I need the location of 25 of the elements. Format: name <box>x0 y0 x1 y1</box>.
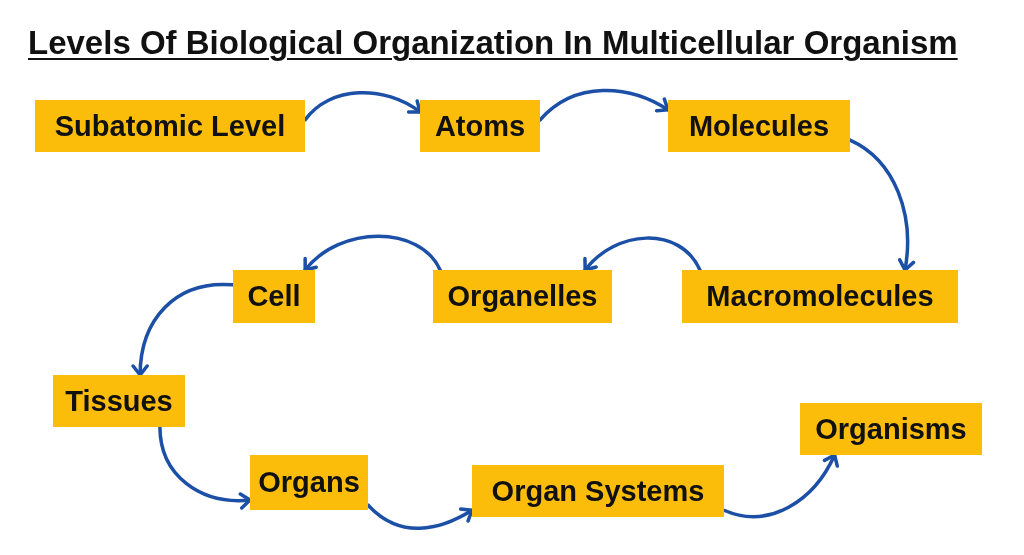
curved-arrow <box>131 282 235 377</box>
level-box <box>233 270 315 323</box>
level-box <box>800 403 982 455</box>
curved-arrow <box>158 425 252 510</box>
level-box <box>682 270 958 323</box>
level-box <box>35 100 305 152</box>
curved-arrow <box>303 234 442 272</box>
diagram-title: Levels Of Biological Organization In Multicellular Organism <box>28 23 958 63</box>
level-box <box>668 100 850 152</box>
level-label: Atoms <box>434 108 526 144</box>
level-label: Molecules <box>688 108 830 144</box>
level-box <box>420 100 540 152</box>
curved-arrow <box>583 236 702 272</box>
level-label: Macromolecules <box>706 279 934 315</box>
level-label: Subatomic Level <box>54 108 286 144</box>
level-label: Organelles <box>447 279 598 315</box>
level-label: Tissues <box>65 383 173 419</box>
level-label: Organ Systems <box>491 473 705 509</box>
level-label: Organisms <box>815 411 967 447</box>
level-box <box>250 455 368 510</box>
level-box <box>472 465 724 517</box>
level-box <box>433 270 612 323</box>
level-box <box>53 375 185 427</box>
level-label: Organs <box>258 465 360 501</box>
level-label: Cell <box>247 279 301 315</box>
